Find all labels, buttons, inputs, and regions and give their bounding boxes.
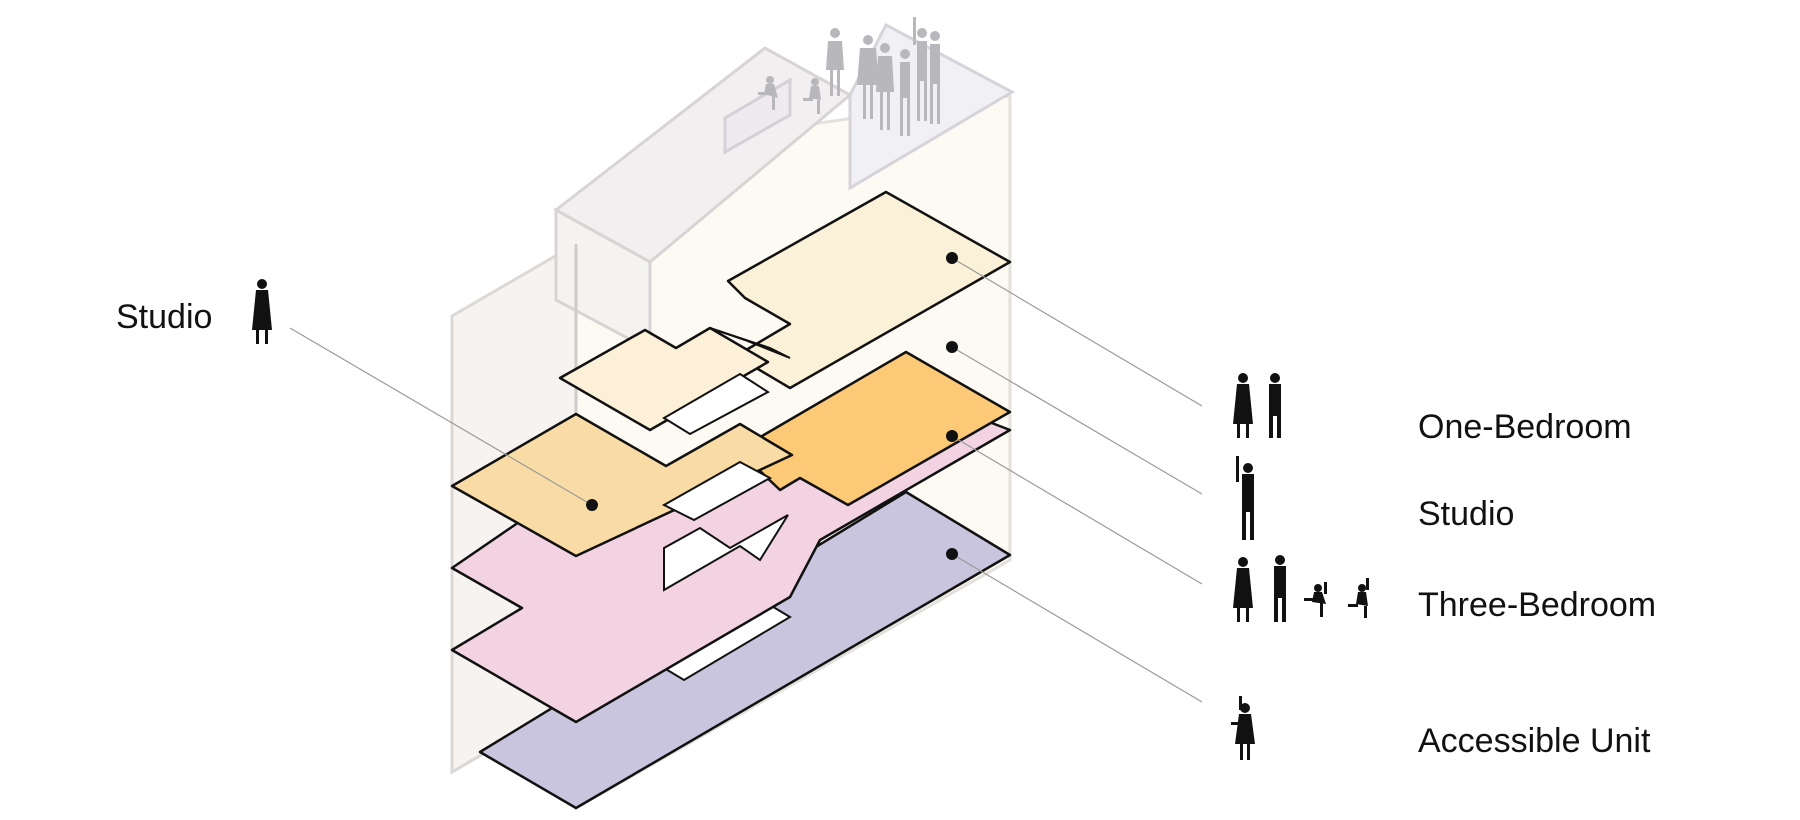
person-silhouette-icon xyxy=(1236,456,1254,540)
leader-lines xyxy=(289,257,1203,703)
leader-studio xyxy=(951,346,1203,495)
child-silhouette-icon xyxy=(803,78,821,114)
leader-three-bedroom xyxy=(951,435,1203,585)
person-silhouette-icon xyxy=(930,31,940,124)
leader-dot-icon xyxy=(946,548,958,560)
roof-people xyxy=(758,17,940,136)
label-one-bedroom: One-Bedroom xyxy=(1418,408,1632,446)
leader-dot-icon xyxy=(586,499,598,511)
one-bedroom-figures xyxy=(1233,373,1281,438)
floor-plates xyxy=(450,190,1012,810)
three-bedroom-figures xyxy=(1233,555,1369,622)
leader-accessible xyxy=(951,553,1203,703)
leader-left-studio xyxy=(289,327,593,506)
studio-left-gap xyxy=(661,460,773,522)
person-silhouette-icon xyxy=(1233,373,1253,438)
one-bedroom-gap xyxy=(662,372,770,436)
label-three-bedroom: Three-Bedroom xyxy=(1418,586,1657,624)
person-silhouette-icon xyxy=(857,35,879,119)
leader-dot-icon xyxy=(946,430,958,442)
person-silhouette-icon xyxy=(1269,373,1281,438)
person-silhouette-icon xyxy=(252,279,272,344)
studio-floor xyxy=(736,350,1012,507)
leader-dot-icon xyxy=(946,252,958,264)
label-left-studio: Studio xyxy=(116,298,213,336)
one-bedroom-stair xyxy=(709,327,791,359)
person-silhouette-icon xyxy=(1233,557,1253,622)
child-silhouette-icon xyxy=(1304,582,1327,617)
leader-dots xyxy=(586,252,958,560)
label-accessible-unit: Accessible Unit xyxy=(1418,722,1651,760)
person-silhouette-icon xyxy=(876,43,894,130)
studio-left-floor xyxy=(450,412,794,558)
three-bedroom-notch xyxy=(663,514,789,592)
person-silhouette-icon xyxy=(913,17,927,121)
person-silhouette-icon xyxy=(900,49,910,136)
label-studio: Studio xyxy=(1418,495,1515,533)
person-silhouette-icon xyxy=(1274,555,1286,622)
child-silhouette-icon xyxy=(758,76,778,110)
person-silhouette-icon xyxy=(1231,696,1255,760)
one-bedroom-floor xyxy=(726,190,1012,390)
leader-dot-icon xyxy=(946,341,958,353)
person-silhouette-icon xyxy=(826,28,844,96)
leader-one-bedroom xyxy=(951,257,1203,407)
child-silhouette-icon xyxy=(1348,578,1369,618)
